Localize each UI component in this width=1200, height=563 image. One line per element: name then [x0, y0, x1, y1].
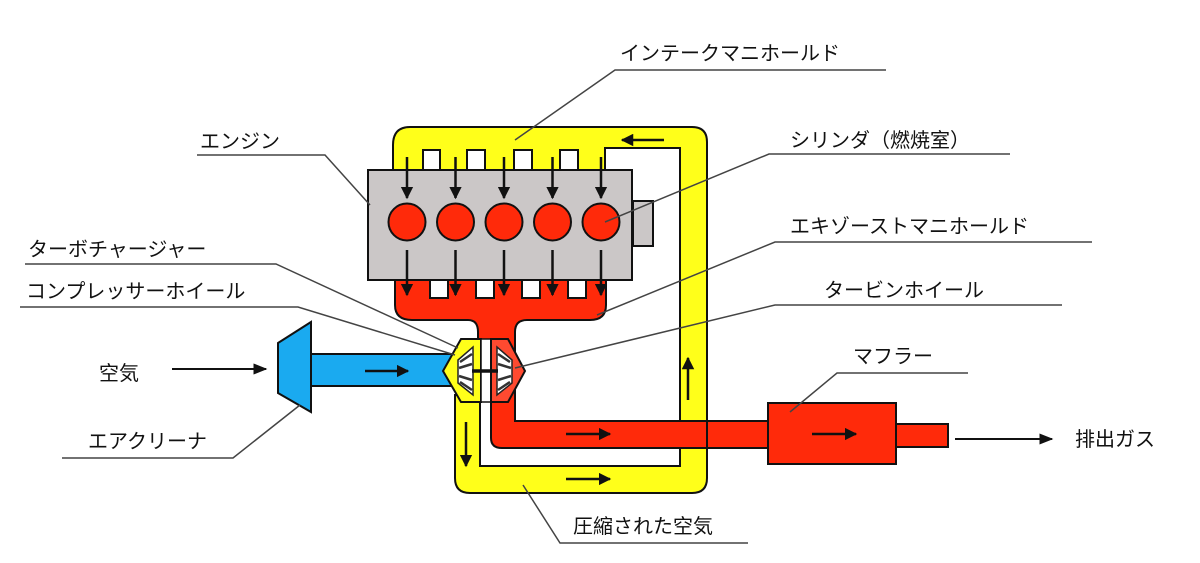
- turbocharger: [441, 338, 527, 403]
- cylinder: [484, 202, 524, 242]
- cylinder: [436, 202, 475, 242]
- label-compressor-wheel: コンプレッサーホイール: [26, 279, 245, 303]
- label-intake-manifold: インテークマニホールド: [620, 41, 840, 65]
- exhaust-manifold: [394, 279, 708, 449]
- cylinders: [387, 157, 621, 297]
- label-engine: エンジン: [200, 129, 280, 153]
- labels: インテークマニホールド エンジン シリンダ（燃焼室） エキゾーストマニホールド …: [26, 41, 1155, 538]
- air-intake: [172, 320, 458, 414]
- air-cleaner: [277, 320, 312, 414]
- cylinder: [387, 202, 427, 242]
- label-exhaust-gas: 排出ガス: [1075, 427, 1155, 451]
- label-muffler: マフラー: [853, 344, 933, 368]
- label-air-cleaner: エアクリーナ: [88, 429, 207, 453]
- exhaust-pipe: [706, 402, 1054, 465]
- label-cylinder: シリンダ（燃焼室）: [790, 128, 970, 152]
- leader-lines: [20, 69, 1092, 544]
- label-turbocharger: ターボチャージャー: [28, 237, 206, 261]
- cylinder: [581, 202, 621, 242]
- label-compressed-air: 圧縮された空気: [573, 514, 713, 538]
- label-turbine-wheel: タービンホイール: [824, 278, 984, 302]
- label-air: 空気: [99, 361, 139, 385]
- cylinder: [533, 202, 572, 242]
- label-exhaust-manifold: エキゾーストマニホールド: [790, 214, 1029, 238]
